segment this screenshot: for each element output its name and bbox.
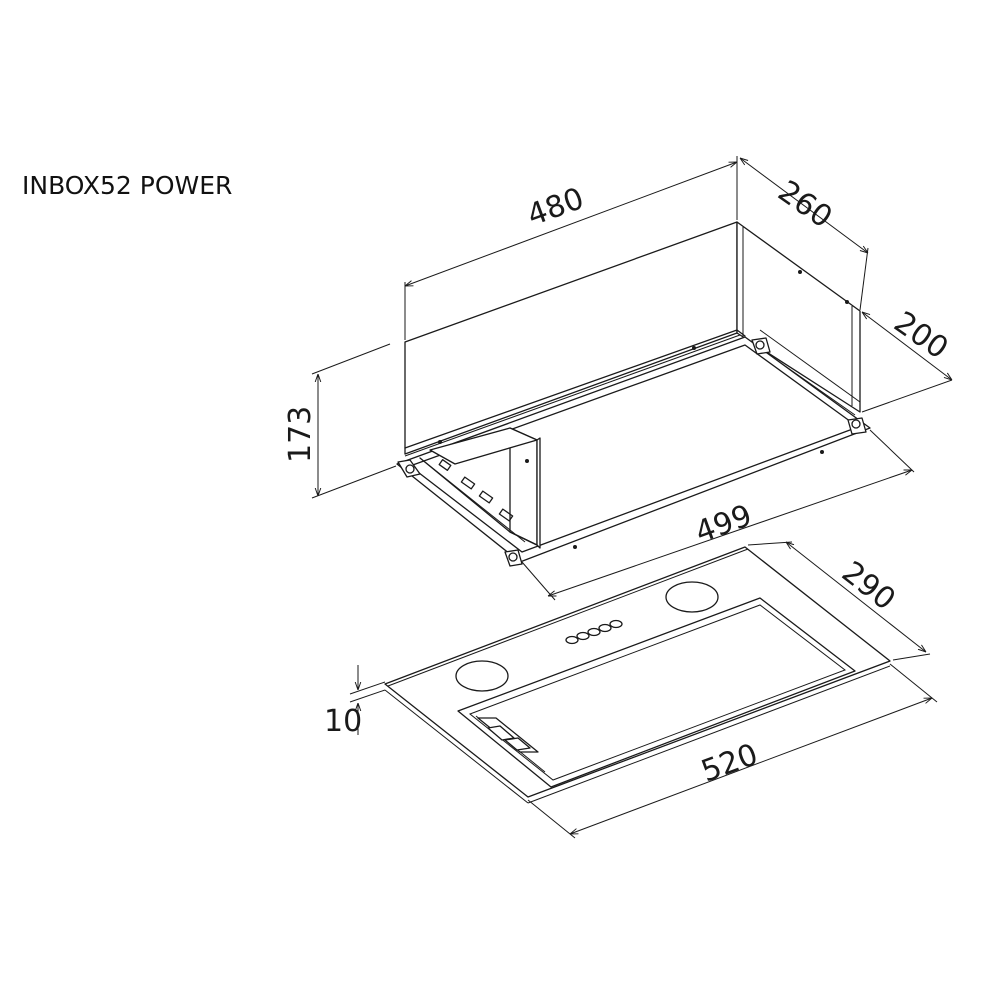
model-title: INBOX52 POWER <box>22 171 232 200</box>
dim-260-label: 260 <box>771 174 838 236</box>
control-button-3 <box>587 627 601 637</box>
dim-173: 173 <box>283 343 397 499</box>
dim-520-label: 520 <box>697 737 763 789</box>
control-button-4 <box>598 623 612 633</box>
control-button-2 <box>576 631 590 641</box>
dim-499-label: 499 <box>691 498 757 550</box>
dim-10-label: 10 <box>324 704 362 739</box>
control-button-5 <box>609 619 623 629</box>
mounting-tab-back <box>751 337 771 355</box>
control-button-1 <box>565 635 579 645</box>
control-buttons <box>565 619 623 645</box>
dim-173-label: 173 <box>283 406 318 463</box>
dim-10: 10 <box>324 665 386 739</box>
mounting-tab-left <box>397 459 421 478</box>
mounting-tab-front <box>504 549 523 567</box>
front-panel <box>384 546 891 804</box>
right-side-panel <box>736 221 861 413</box>
dim-200-label: 200 <box>887 305 954 367</box>
filter-opening <box>457 597 856 788</box>
mounting-tab-right-front <box>847 417 867 435</box>
hood-body <box>396 221 871 567</box>
dim-290-label: 290 <box>835 555 902 618</box>
light-left <box>455 660 509 692</box>
dim-480-label: 480 <box>523 181 589 233</box>
dim-200: 200 <box>862 305 954 413</box>
